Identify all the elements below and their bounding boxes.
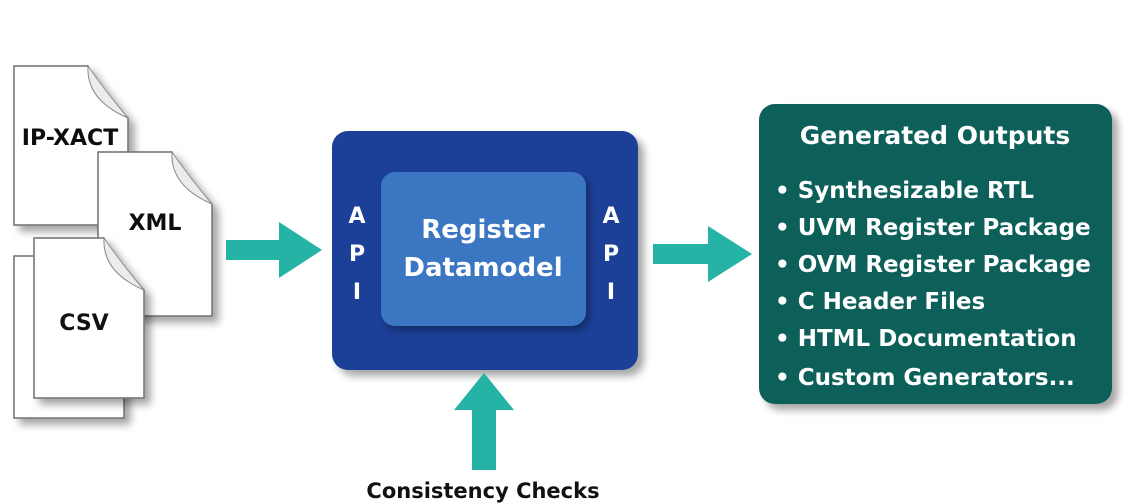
api-right-letter-a: A xyxy=(602,204,619,229)
api-left-label: A P I xyxy=(348,204,365,305)
register-datamodel-line2: Datamodel xyxy=(403,253,562,283)
register-datamodel-box xyxy=(381,172,586,326)
output-item-synthesizable-rtl: • Synthesizable RTL xyxy=(775,178,1034,204)
consistency-checks-label: Consistency Checks xyxy=(366,479,599,503)
output-item-html-documentation: • HTML Documentation xyxy=(775,326,1077,352)
api-right-letter-i: I xyxy=(607,280,615,305)
output-item-custom-generators: • Custom Generators... xyxy=(775,365,1075,391)
arrow-core-to-outputs xyxy=(653,226,752,282)
document-csv-fold xyxy=(103,236,145,291)
api-right-label: A P I xyxy=(602,204,619,305)
document-xml-label: XML xyxy=(129,211,182,236)
api-left-letter-i: I xyxy=(353,280,361,305)
output-item-ovm-register-package: • OVM Register Package xyxy=(775,252,1091,278)
arrow-consistency-to-core xyxy=(454,373,514,470)
document-csv-label: CSV xyxy=(59,311,108,336)
arrow-inputs-to-core xyxy=(226,222,322,278)
output-item-c-header-files: • C Header Files xyxy=(775,289,985,315)
document-ipxact-label: IP-XACT xyxy=(22,126,118,151)
generated-outputs-box xyxy=(759,104,1112,404)
register-datamodel-line1: Register xyxy=(421,215,545,245)
document-csv: CSV xyxy=(13,236,145,419)
document-ipxact-fold xyxy=(87,64,129,119)
output-item-uvm-register-package: • UVM Register Package xyxy=(775,215,1091,241)
api-left-letter-p: P xyxy=(349,242,365,267)
generated-outputs-title: Generated Outputs xyxy=(800,121,1070,150)
document-xml-fold xyxy=(171,150,213,205)
api-left-letter-a: A xyxy=(348,204,365,229)
api-right-letter-p: P xyxy=(603,242,619,267)
